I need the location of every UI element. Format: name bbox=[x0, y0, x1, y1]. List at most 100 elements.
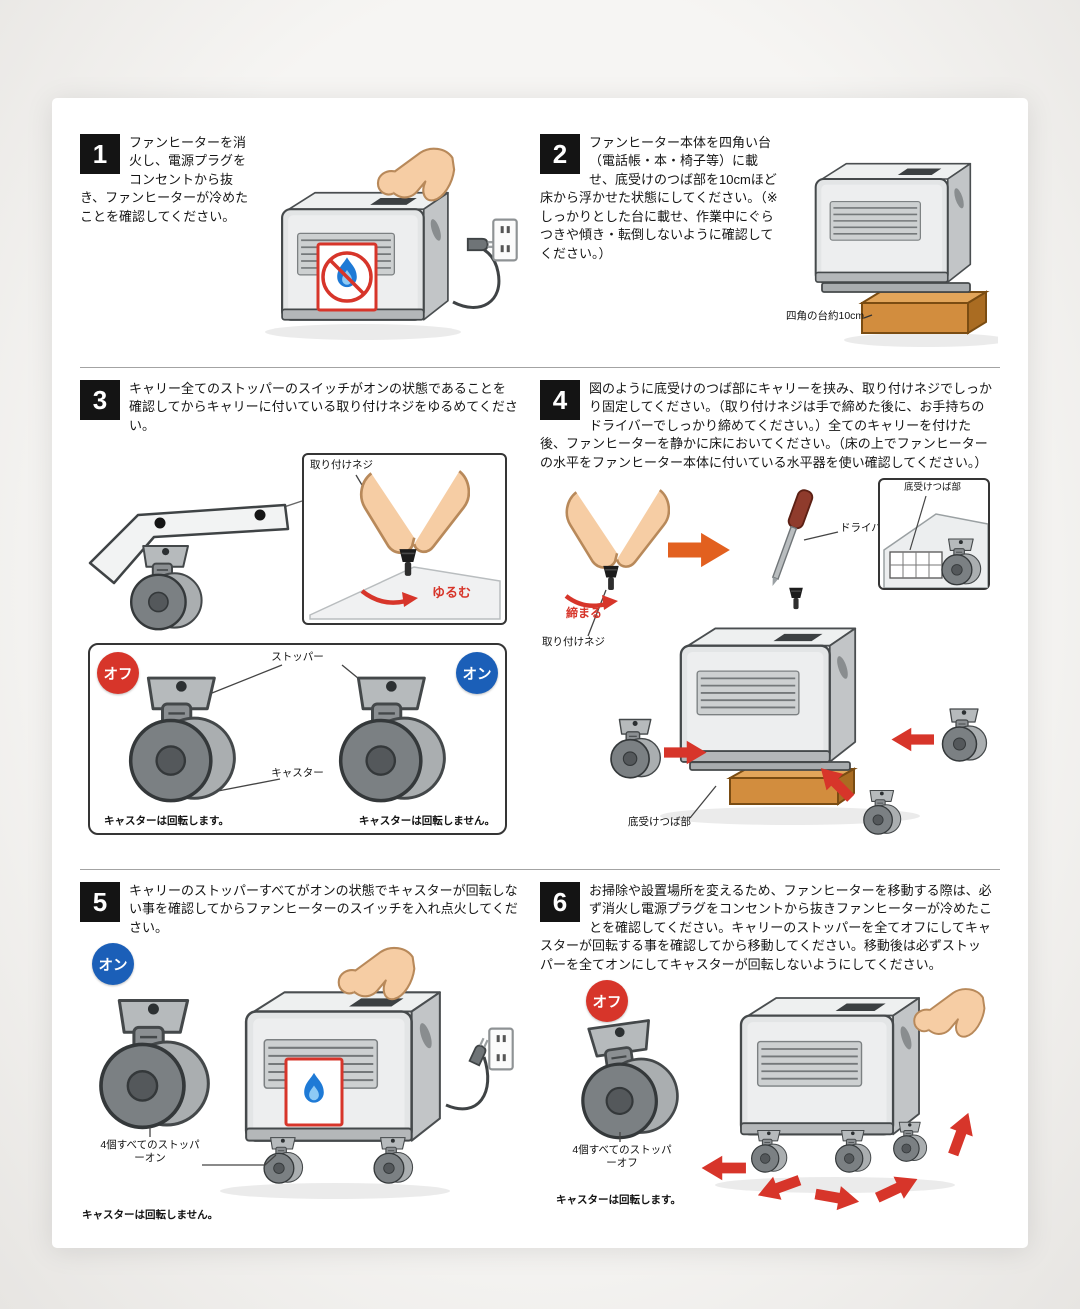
loosen-arrow-icon bbox=[360, 589, 418, 608]
step-5-number: 5 bbox=[80, 882, 120, 922]
off-badge: オフ bbox=[586, 980, 628, 1023]
stopper-detail-box: オフ オン ストッパー キャスター キャスターは回転します。 キャスターは回転し… bbox=[88, 643, 507, 836]
hand-icon bbox=[565, 489, 670, 570]
step-1: 1 ファンヒーターを消火し、電源プラグをコンセントから抜き、ファンヒーターが冷め… bbox=[80, 134, 518, 362]
loosen-label: ゆるむ bbox=[432, 585, 472, 601]
plug-icon bbox=[468, 1036, 492, 1067]
caster-label: キャスター bbox=[271, 767, 324, 780]
step-2-number: 2 bbox=[540, 134, 580, 174]
flange-label: 底受けつば部 bbox=[904, 482, 962, 494]
step-5-scene bbox=[99, 947, 514, 1200]
step-3-illustration: 取り付けネジ ゆるむ オフ オン ストッパー キャスター bbox=[80, 443, 518, 843]
row-1: 1 ファンヒーターを消火し、電源プラグをコンセントから抜き、ファンヒーターが冷め… bbox=[80, 122, 1000, 368]
stand-height-label: 四角の台約10cm bbox=[786, 310, 865, 322]
fan-heater-icon bbox=[739, 997, 921, 1136]
loosen-screw-inset: 取り付けネジ ゆるむ bbox=[302, 453, 507, 626]
step-4-text-block: 4 図のように底受けのつば部にキャリーを挟み、取り付けネジでしっかり固定してくだ… bbox=[540, 380, 992, 472]
base-flange bbox=[821, 282, 971, 293]
caster-on-icon bbox=[338, 676, 447, 803]
step-2: 2 ファンヒーター本体を四角い台（電話帳・本・椅子等）に載せ、底受けのつば部を1… bbox=[540, 134, 998, 362]
step-2-text-block: 2 ファンヒーター本体を四角い台（電話帳・本・椅子等）に載せ、底受けのつば部を1… bbox=[540, 134, 778, 362]
leader-line bbox=[689, 785, 717, 819]
hand-icon bbox=[913, 988, 986, 1038]
carry-bracket-icon bbox=[88, 504, 290, 585]
off-badge: オフ bbox=[97, 652, 139, 695]
caster-icon bbox=[373, 1137, 414, 1185]
flange-inset: 底受けつば部 bbox=[878, 478, 990, 591]
heater-corner bbox=[309, 566, 501, 621]
caption-off: キャスターは回転します。 bbox=[104, 815, 229, 828]
step-1-text: ファンヒーターを消火し、電源プラグをコンセントから抜き、ファンヒーターが冷めたこ… bbox=[80, 135, 249, 224]
square-stand-icon bbox=[858, 290, 990, 335]
step-2-illustration: 四角の台約10cm bbox=[786, 134, 998, 362]
leader-line bbox=[803, 531, 839, 541]
flange-scene bbox=[883, 496, 988, 589]
hand-icon bbox=[337, 947, 416, 1001]
step-3-text-block: 3 キャリー全てのストッパーのスイッチがオンの状態であることを確認してからキャリ… bbox=[80, 380, 518, 435]
mounting-screw-icon bbox=[788, 587, 804, 611]
caster-off-icon bbox=[571, 1016, 685, 1145]
step-6-scene bbox=[571, 988, 986, 1213]
next-step-arrow-icon bbox=[668, 533, 730, 568]
hand-icon bbox=[359, 470, 470, 555]
leader-line bbox=[909, 496, 927, 551]
fan-heater-icon bbox=[814, 162, 972, 284]
screwdriver-icon bbox=[764, 487, 816, 590]
plug-icon bbox=[466, 237, 497, 252]
row-3: 5 キャリーのストッパーすべてがオンの状態でキャスターが回転しない事を確認してか… bbox=[80, 870, 1000, 1221]
step-3-text: キャリー全てのストッパーのスイッチがオンの状態であることを確認してからキャリーに… bbox=[129, 381, 518, 433]
caster-icon bbox=[129, 545, 203, 631]
flame-sign-icon bbox=[284, 1057, 344, 1127]
step-2-text: ファンヒーター本体を四角い台（電話帳・本・椅子等）に載せ、底受けのつば部を10c… bbox=[540, 135, 778, 261]
step-5: 5 キャリーのストッパーすべてがオンの状態でキャスターが回転しない事を確認してか… bbox=[80, 882, 518, 1233]
step-6-text: お掃除や設置場所を変えるため、ファンヒーターを移動する際は、必ず消火し電源プラグ… bbox=[540, 883, 993, 972]
step-4-number: 4 bbox=[540, 380, 580, 420]
step-4-text: 図のように底受けのつば部にキャリーを挟み、取り付けネジでしっかり固定してください… bbox=[540, 381, 993, 470]
on-badge: オン bbox=[92, 943, 134, 986]
step-4-illustration: 締まる 取り付けネジ ドライバー 底受けつば部 bbox=[540, 478, 992, 840]
power-outlet-icon bbox=[488, 1027, 514, 1071]
step-1-number: 1 bbox=[80, 134, 120, 174]
step-4-scene bbox=[564, 487, 988, 836]
step-1-illustration bbox=[258, 134, 518, 362]
prohibition-circle-icon bbox=[321, 251, 373, 303]
screw-label: 取り付けネジ bbox=[542, 636, 605, 649]
step-2-scene bbox=[814, 162, 998, 347]
tighten-label: 締まる bbox=[566, 606, 603, 621]
move-arrow-icon bbox=[941, 1108, 980, 1160]
step-5-text-block: 5 キャリーのストッパーすべてがオンの状態でキャスターが回転しない事を確認してか… bbox=[80, 882, 518, 937]
stoppers-off-label: 4個すべてのストッパーオフ bbox=[572, 1144, 672, 1170]
stopper-detail-scene bbox=[128, 664, 447, 803]
screw-head-icon bbox=[254, 509, 266, 521]
step-6: 6 お掃除や設置場所を変えるため、ファンヒーターを移動する際は、必ず消火し電源プ… bbox=[540, 882, 992, 1233]
hand-icon bbox=[376, 147, 456, 202]
step-1-scene bbox=[265, 147, 518, 340]
power-cord bbox=[452, 243, 501, 309]
step-3: 3 キャリー全てのストッパーのスイッチがオンの状態であることを確認してからキャリ… bbox=[80, 380, 518, 855]
loosen-screw-scene bbox=[309, 470, 501, 621]
base-flange bbox=[689, 761, 851, 772]
mounting-screw-icon bbox=[602, 565, 620, 592]
tighten-arrow-icon bbox=[564, 594, 618, 611]
square-stand-icon bbox=[726, 767, 858, 807]
step-3-scene bbox=[88, 500, 303, 631]
stoppers-on-label: 4個すべてのストッパーオン bbox=[100, 1139, 200, 1165]
leader-line bbox=[217, 778, 281, 792]
move-arrow-icon bbox=[701, 1156, 746, 1181]
power-outlet-icon bbox=[492, 218, 518, 262]
fan-heater-icon bbox=[679, 627, 857, 764]
power-cord bbox=[445, 1056, 490, 1111]
row-2: 3 キャリー全てのストッパーのスイッチがオンの状態であることを確認してからキャリ… bbox=[80, 368, 1000, 870]
leader-line bbox=[863, 314, 873, 319]
caption: キャスターは回転します。 bbox=[556, 1194, 681, 1207]
caption-on: キャスターは回転しません。 bbox=[358, 815, 495, 828]
screw-label: 取り付けネジ bbox=[310, 459, 373, 472]
caption: キャスターは回転しません。 bbox=[82, 1209, 219, 1222]
step-1-text-block: 1 ファンヒーターを消火し、電源プラグをコンセントから抜き、ファンヒーターが冷め… bbox=[80, 134, 250, 362]
caster-icon bbox=[750, 1130, 788, 1173]
step-6-number: 6 bbox=[540, 882, 580, 922]
step-6-illustration: オフ 4個すべてのストッパーオフ キャスターは回転します。 bbox=[540, 980, 992, 1213]
caster-icon bbox=[834, 1130, 872, 1173]
on-badge: オン bbox=[456, 652, 498, 695]
move-arrow-icon bbox=[891, 728, 934, 752]
